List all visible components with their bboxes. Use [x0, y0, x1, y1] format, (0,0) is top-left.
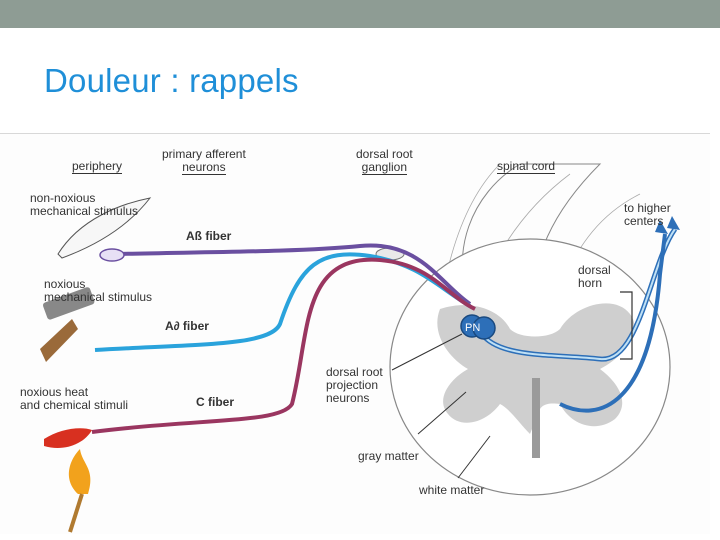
label-spinal-cord: spinal cord: [497, 159, 556, 174]
pointer-line: [417, 391, 467, 435]
projection-neuron-body: [472, 316, 496, 340]
label-white-matter: white matter: [419, 483, 485, 497]
label-a-delta-fiber: A∂ fiber: [165, 319, 209, 333]
ventral-fissure: [532, 378, 540, 458]
label-c-fiber: C fiber: [196, 395, 235, 409]
pointer-line: [457, 435, 491, 479]
label-periphery: periphery: [72, 159, 123, 174]
a-beta-fiber: [117, 243, 472, 306]
c-fiber: [91, 257, 476, 434]
projection-axon-2: [559, 233, 667, 413]
pointer-line: [391, 333, 463, 371]
arrow-up-icon: [667, 216, 680, 230]
hammer-handle-icon: [40, 319, 78, 362]
hammer-head-icon: [42, 287, 95, 320]
slide-title: Douleur : rappels: [44, 62, 299, 99]
projection-axon-core: [481, 228, 676, 361]
dorsal-horn-bracket: [620, 291, 633, 360]
label-a-beta-fiber: Aß fiber: [186, 229, 232, 243]
top-bar: [0, 0, 720, 28]
chili-pepper-icon: [44, 428, 92, 449]
flame-icon: [68, 449, 91, 494]
pain-pathway-diagram: [40, 163, 680, 533]
feather-icon: [57, 197, 152, 259]
matchstick-icon: [68, 493, 84, 533]
a-beta-receptor: [99, 248, 125, 262]
label-pn: PN: [465, 322, 481, 334]
arrow-up-icon: [655, 220, 668, 234]
label-gray-matter: gray matter: [358, 449, 419, 463]
